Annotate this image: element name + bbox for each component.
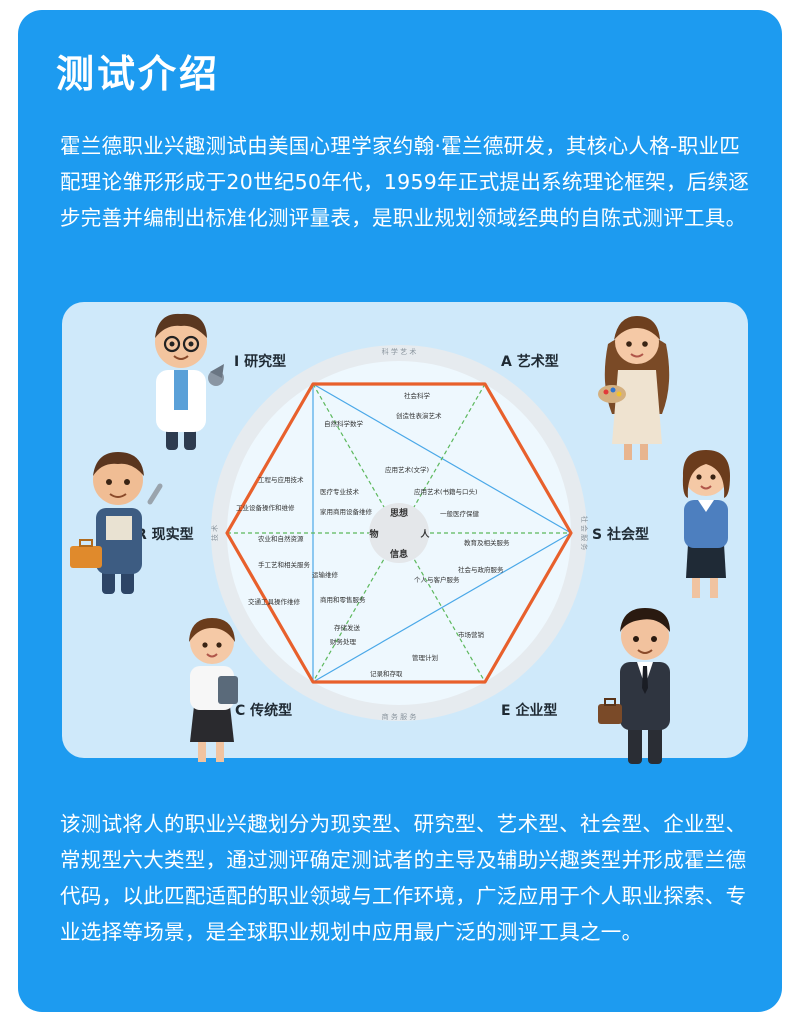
field-label: 农业和自然资源 xyxy=(258,534,304,543)
field-label: 管理计划 xyxy=(412,653,438,662)
field-label: 工业设备操作和维修 xyxy=(236,503,295,512)
field-label: 创造性表演艺术 xyxy=(396,411,442,420)
field-label: 交通工具操作维修 xyxy=(248,597,301,606)
ring-label-right: 社 会 服 务 xyxy=(580,516,589,551)
field-label: 社会与政府服务 xyxy=(458,565,504,574)
field-label: 市场营销 xyxy=(458,630,485,639)
field-label: 记录和存取 xyxy=(370,669,403,678)
center-label-left: 物 xyxy=(369,528,378,540)
field-label: 运输维修 xyxy=(312,570,339,579)
field-label: 社会科学 xyxy=(404,391,431,400)
intro-card: 测试介绍 霍兰德职业兴趣测试由美国心理学家约翰·霍兰德研发，其核心人格-职业匹配… xyxy=(18,10,782,1012)
artist-character-illustration xyxy=(598,316,670,460)
type-label-realistic: R 现实型 xyxy=(136,527,194,543)
summary-paragraph: 该测试将人的职业兴趣划分为现实型、研究型、艺术型、社会型、企业型、常规型六大类型… xyxy=(60,812,747,944)
type-label-conventional: C 传统型 xyxy=(235,703,293,719)
field-label: 个人与客户服务 xyxy=(414,575,460,584)
field-label: 应用艺术(书籍与口头) xyxy=(414,487,478,496)
field-label: 自然科学数学 xyxy=(324,419,364,428)
ring-label-bottom: 商 务 服 务 xyxy=(382,712,417,721)
type-label-enterprising: E 企业型 xyxy=(501,703,558,719)
worker-character-illustration xyxy=(70,452,163,594)
service-character-illustration xyxy=(682,450,730,598)
field-label: 家用商用设备维修 xyxy=(320,507,373,516)
field-label: 工程与应用技术 xyxy=(258,475,304,484)
field-label: 教育及相关服务 xyxy=(464,538,510,547)
field-label: 商用和零售服务 xyxy=(320,595,366,604)
field-label: 财务处理 xyxy=(330,637,357,646)
diagram-panel: 思想 信息 物 人 科 学 艺 术 社 会 服 务 商 务 服 务 技 术 社会… xyxy=(62,302,748,764)
field-label: 手工艺和相关服务 xyxy=(258,560,311,569)
ring-labels: 科 学 艺 术 社 会 服 务 商 务 服 务 技 术 xyxy=(210,347,589,721)
clerk-character-illustration xyxy=(189,618,238,762)
holland-hexagon-diagram: 思想 信息 物 人 科 学 艺 术 社 会 服 务 商 务 服 务 技 术 社会… xyxy=(210,345,589,721)
hexagon-outline xyxy=(225,382,573,684)
field-label: 一般医疗保健 xyxy=(440,509,480,518)
center-label-right: 人 xyxy=(419,528,430,540)
scientist-character-illustration xyxy=(155,313,224,450)
field-label: 应用艺术(文学) xyxy=(385,465,429,474)
businessman-character-illustration xyxy=(598,608,670,764)
type-label-investigative: I 研究型 xyxy=(234,354,287,370)
type-label-social: S 社会型 xyxy=(592,527,649,543)
field-label: 存储发送 xyxy=(334,623,361,632)
center-circle xyxy=(369,503,429,563)
ring-label-top: 科 学 艺 术 xyxy=(382,347,417,356)
center-label-bottom: 信息 xyxy=(390,548,408,560)
ring-label-left: 技 术 xyxy=(210,525,219,541)
field-label: 医疗专业技术 xyxy=(320,487,360,496)
page-title: 测试介绍 xyxy=(56,52,221,96)
intro-paragraph: 霍兰德职业兴趣测试由美国心理学家约翰·霍兰德研发，其核心人格-职业匹配理论雏形形… xyxy=(60,134,750,230)
center-label-top: 思想 xyxy=(390,507,408,519)
field-labels: 社会科学 创造性表演艺术 自然科学数学 应用艺术(文学) 应用艺术(书籍与口头)… xyxy=(236,391,510,678)
type-label-artistic: A 艺术型 xyxy=(501,354,559,370)
